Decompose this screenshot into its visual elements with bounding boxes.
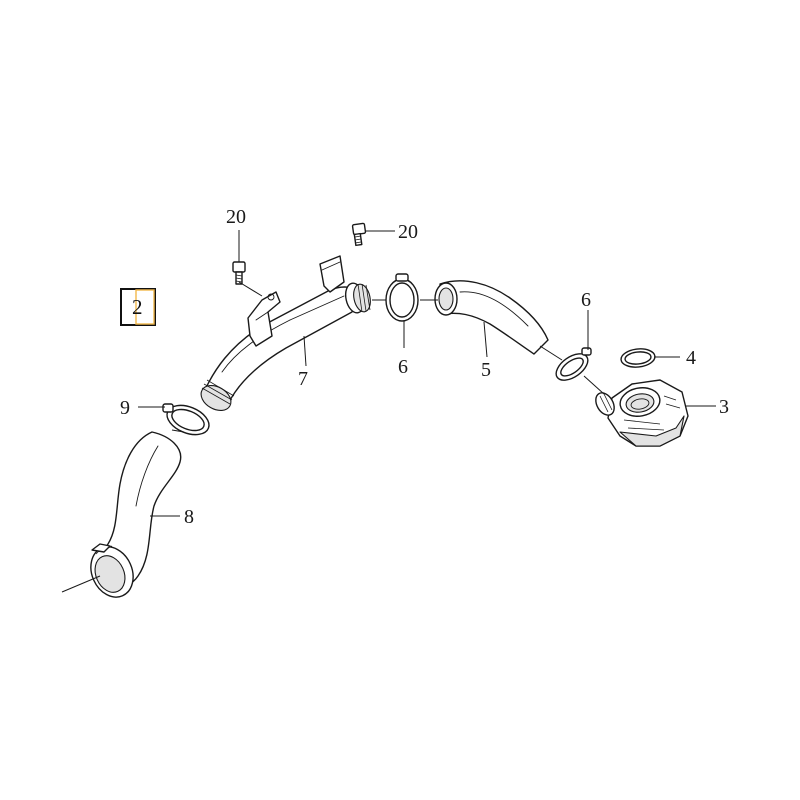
part-3-housing[interactable] [592,379,689,447]
part-6-clamp-middle[interactable] [385,273,419,322]
part-20-bolt-left[interactable] [232,261,246,285]
callout-20-left: 20 [226,206,246,228]
callouts: 20 20 7 6 5 6 4 3 9 8 [120,206,729,528]
reference-box-frame [120,288,156,326]
part-8-lower-hose[interactable] [83,431,182,604]
callout-5: 5 [481,359,491,381]
part-5-hose[interactable] [434,280,549,355]
callout-20-right: 20 [398,221,418,243]
callout-4: 4 [686,347,696,369]
part-4-o-ring[interactable] [620,347,656,368]
part-7-pipe[interactable] [197,255,373,416]
callout-6-right: 6 [581,289,591,311]
callout-8: 8 [184,506,194,528]
part-20-bolt-right[interactable] [351,222,367,247]
part-9-clamp[interactable] [162,400,214,441]
callout-3: 3 [719,396,729,418]
callout-7: 7 [298,368,308,390]
reference-box-highlight [135,289,155,325]
callout-9: 9 [120,397,130,419]
reference-box-label: 2 [132,295,143,319]
callout-6-middle: 6 [398,356,408,378]
leader-lines [61,230,716,593]
part-6-clamp-right[interactable] [552,347,593,386]
reference-box[interactable]: 2 [120,288,156,326]
